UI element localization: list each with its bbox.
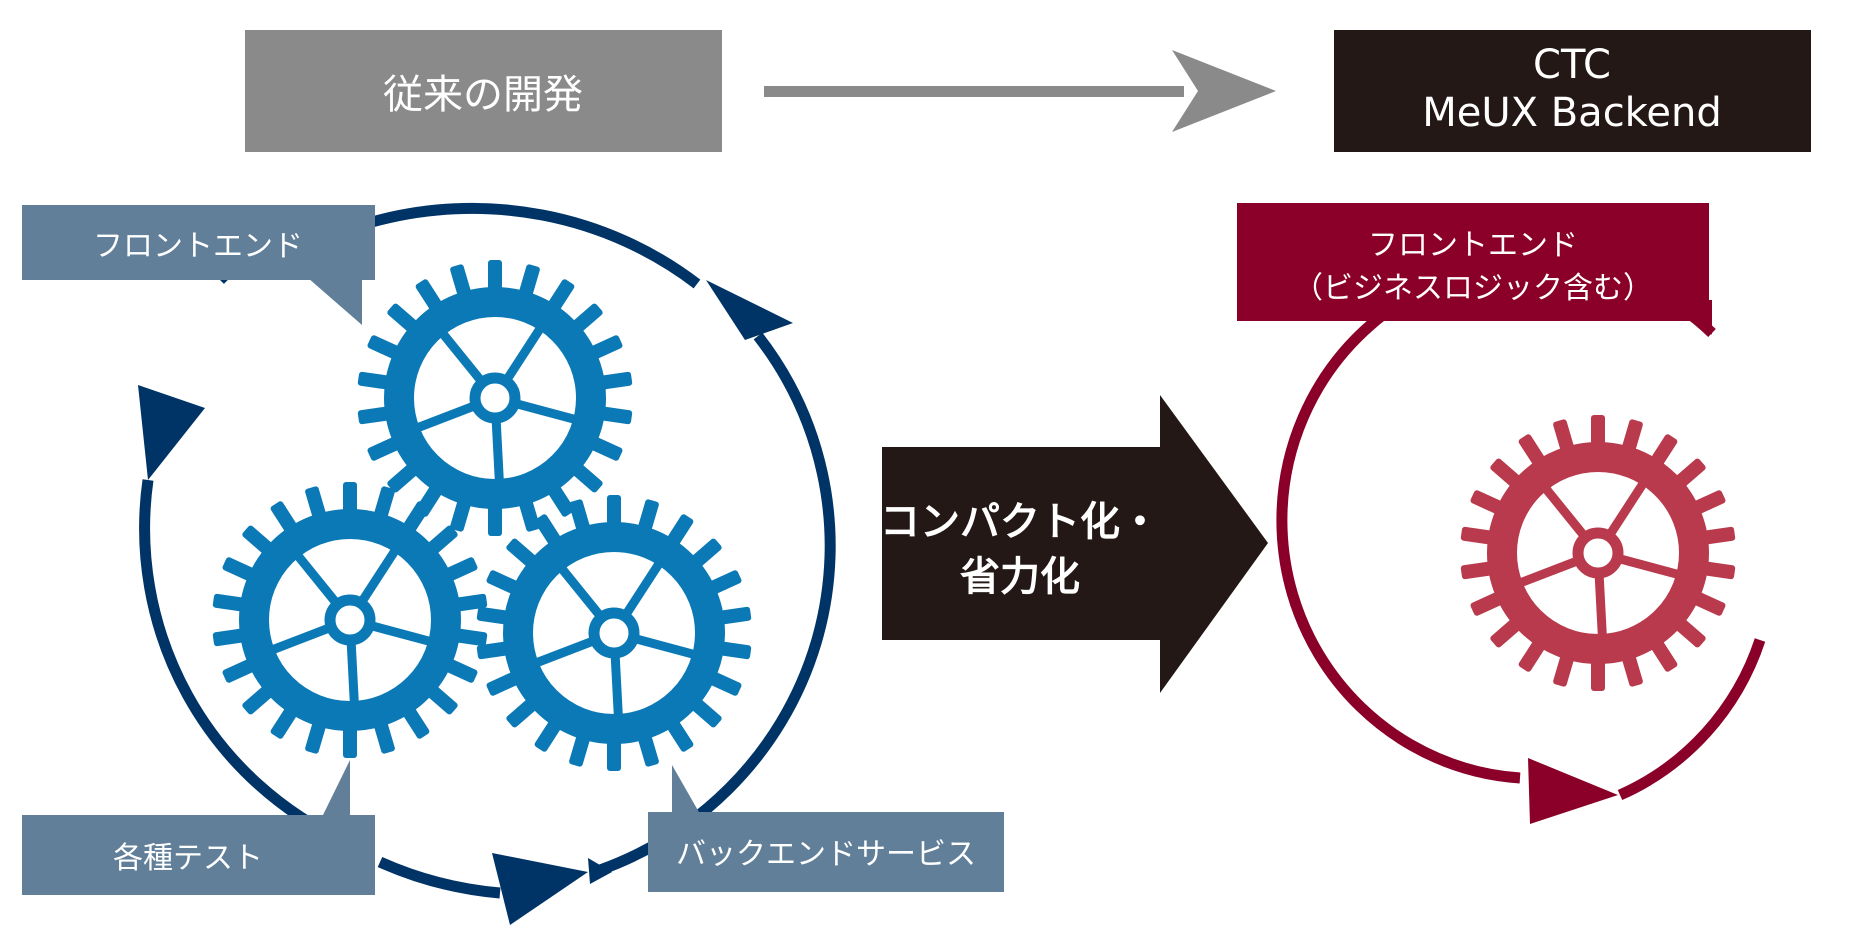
gear-top-icon: [357, 260, 632, 536]
center-arrow: コンパクト化・ 省力化: [880, 395, 1268, 693]
header-arrow: [764, 50, 1276, 132]
backend-callout: バックエンドサービス: [648, 765, 1004, 892]
right-gear-group: [1460, 415, 1735, 691]
ring-arc-left-lower: [139, 479, 351, 849]
right-ring-arrowhead: [1528, 758, 1618, 824]
right-frontend-callout: フロントエンド （ビジネスロジック含む）: [1237, 203, 1712, 335]
ring-arc-bottom: [377, 856, 501, 899]
gear-left-icon: [212, 482, 487, 758]
center-arrow-line1: コンパクト化・: [880, 499, 1160, 545]
arrowhead-right: [706, 280, 793, 340]
ring-arc-top: [370, 202, 701, 289]
tests-label: 各種テスト: [113, 841, 263, 876]
gears-group: [212, 260, 751, 771]
right-frontend-label-line1: フロントエンド: [1368, 228, 1578, 263]
old-dev-box: [245, 30, 722, 152]
backend-label: バックエンドサービス: [676, 837, 976, 872]
tests-callout: 各種テスト: [22, 760, 375, 895]
gear-right-icon: [476, 495, 751, 771]
arrowhead-bottom-b: [588, 858, 612, 884]
frontend-label: フロントエンド: [93, 229, 303, 264]
new-dev-label-line2: MeUX Backend: [1422, 90, 1722, 136]
right-frontend-label-line2: （ビジネスロジック含む）: [1293, 271, 1653, 306]
left-cycle-arrowheads: [138, 280, 793, 925]
gear-red-icon: [1460, 415, 1735, 691]
arrowhead-bottom-a: [492, 853, 588, 925]
new-dev-box: [1334, 30, 1811, 152]
frontend-callout: フロントエンド: [22, 205, 375, 325]
new-dev-label-line1: CTC: [1533, 42, 1611, 88]
arrowhead-left: [138, 385, 205, 480]
center-arrow-line2: 省力化: [960, 554, 1080, 600]
old-dev-label: 従来の開発: [383, 72, 583, 118]
